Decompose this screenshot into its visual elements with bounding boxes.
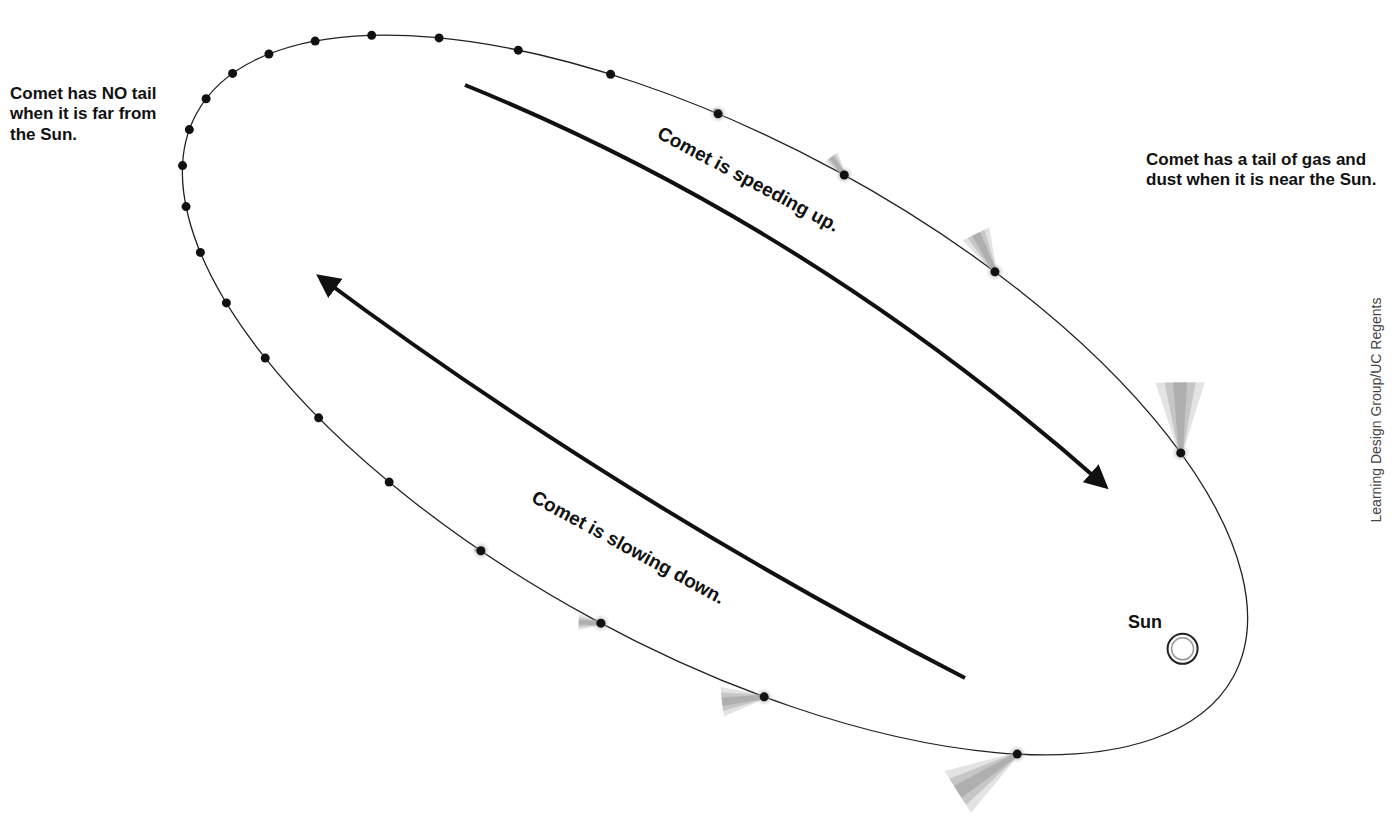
comet-nucleus: [514, 46, 523, 55]
comet-nucleus: [314, 413, 323, 422]
comet-positions: [178, 31, 1205, 813]
comet-coma: [592, 614, 610, 632]
comet-nucleus: [222, 298, 231, 307]
sun-circle: [1168, 634, 1198, 664]
speeding-arrow: [465, 85, 1105, 486]
slowing-arrow: [320, 277, 965, 678]
comet-nucleus: [202, 94, 211, 103]
comet-nucleus: [714, 109, 723, 118]
comet-tail: [949, 752, 1018, 805]
comet-coma: [472, 542, 490, 560]
comet-nucleus: [606, 70, 615, 79]
comet-nucleus: [760, 692, 769, 701]
comet-nucleus: [367, 31, 376, 40]
comet-coma: [755, 688, 773, 706]
sun-label: Sun: [1128, 612, 1162, 634]
comet-tail: [954, 752, 1018, 797]
comet-tail: [1165, 382, 1196, 453]
arrow-label: Comet is speeding up.: [653, 122, 843, 237]
comet-nucleus: [261, 354, 270, 363]
comet-nucleus: [228, 69, 237, 78]
comet-coma: [835, 166, 853, 184]
comet-nucleus: [435, 33, 444, 42]
comet-tail: [1155, 382, 1204, 453]
comet-nucleus: [840, 171, 849, 180]
comet-nucleus: [1176, 448, 1185, 457]
comet-nucleus: [1013, 750, 1022, 759]
comet-coma: [986, 263, 1004, 281]
comet-coma: [1008, 745, 1026, 763]
comet-nucleus: [264, 49, 273, 58]
credit-line: Learning Design Group/UC Regents: [1368, 298, 1385, 523]
comet-coma: [1172, 444, 1190, 462]
side-note: Comet has NO tail when it is far from th…: [10, 84, 180, 145]
comet-tail: [944, 752, 1018, 812]
comet-nucleus: [178, 161, 187, 170]
comet-nucleus: [596, 619, 605, 628]
comet-nucleus: [990, 267, 999, 276]
comet-tail: [1173, 382, 1187, 453]
comet-nucleus: [385, 478, 394, 487]
arrow-label: Comet is slowing down.: [527, 486, 728, 609]
orbit-path: [75, 0, 1355, 824]
comet-nucleus: [196, 248, 205, 257]
sun-circle: [1172, 638, 1194, 660]
side-note: Comet has a tail of gas and dust when it…: [1146, 150, 1378, 191]
comet-nucleus: [311, 37, 320, 46]
comet-nucleus: [476, 546, 485, 555]
comet-nucleus: [182, 202, 191, 211]
comet-nucleus: [185, 125, 194, 134]
comet-coma: [709, 105, 727, 123]
